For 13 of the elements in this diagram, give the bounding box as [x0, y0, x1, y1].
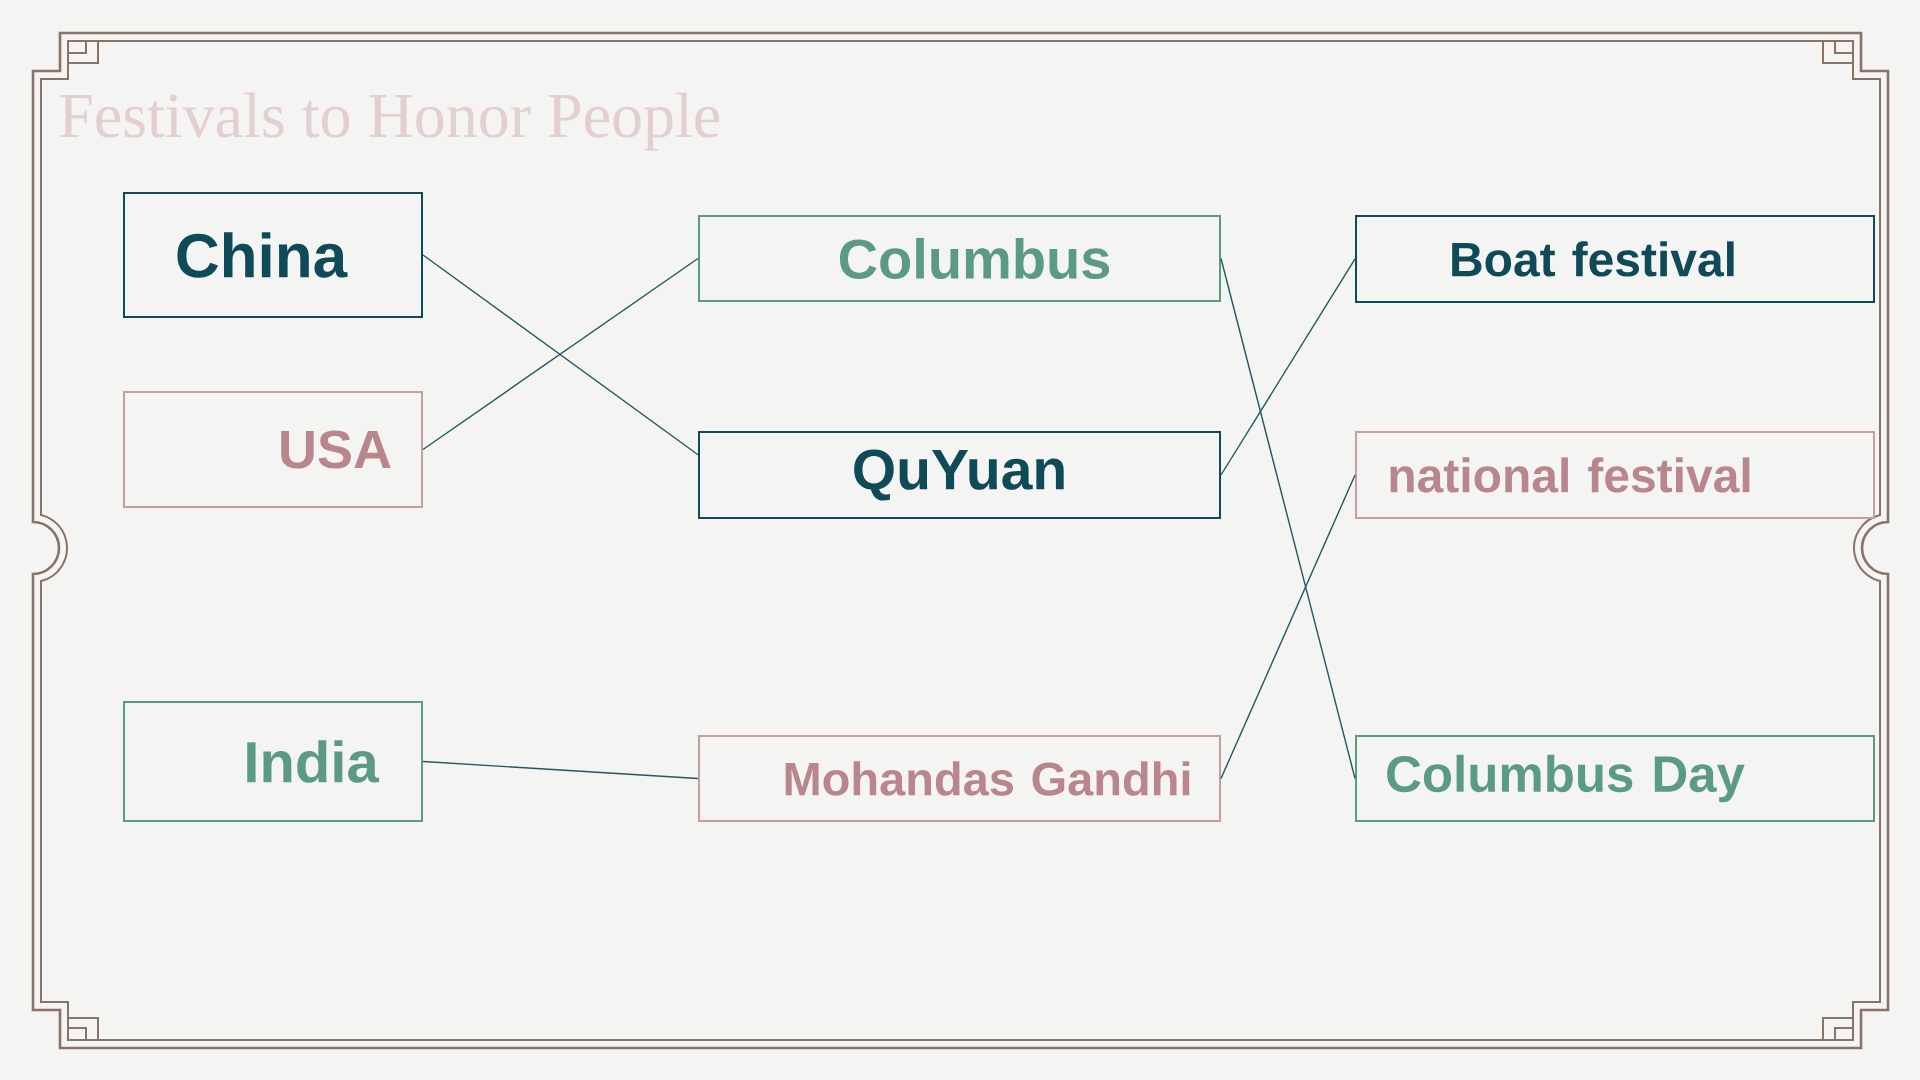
connector-line [422, 760, 699, 780]
festival-box: Columbus Day [1355, 735, 1875, 822]
connector-line [1220, 257, 1356, 780]
country-box: USA [123, 391, 423, 508]
person-box: Columbus [698, 215, 1221, 302]
festival-box: Boat festival [1355, 215, 1875, 303]
connector-line [1220, 258, 1356, 476]
person-box: QuYuan [698, 431, 1221, 519]
country-box: China [123, 192, 423, 318]
person-box: Mohandas Gandhi [698, 735, 1221, 822]
connector-line [1220, 474, 1356, 780]
country-box: India [123, 701, 423, 822]
festival-box: national festival [1355, 431, 1875, 519]
